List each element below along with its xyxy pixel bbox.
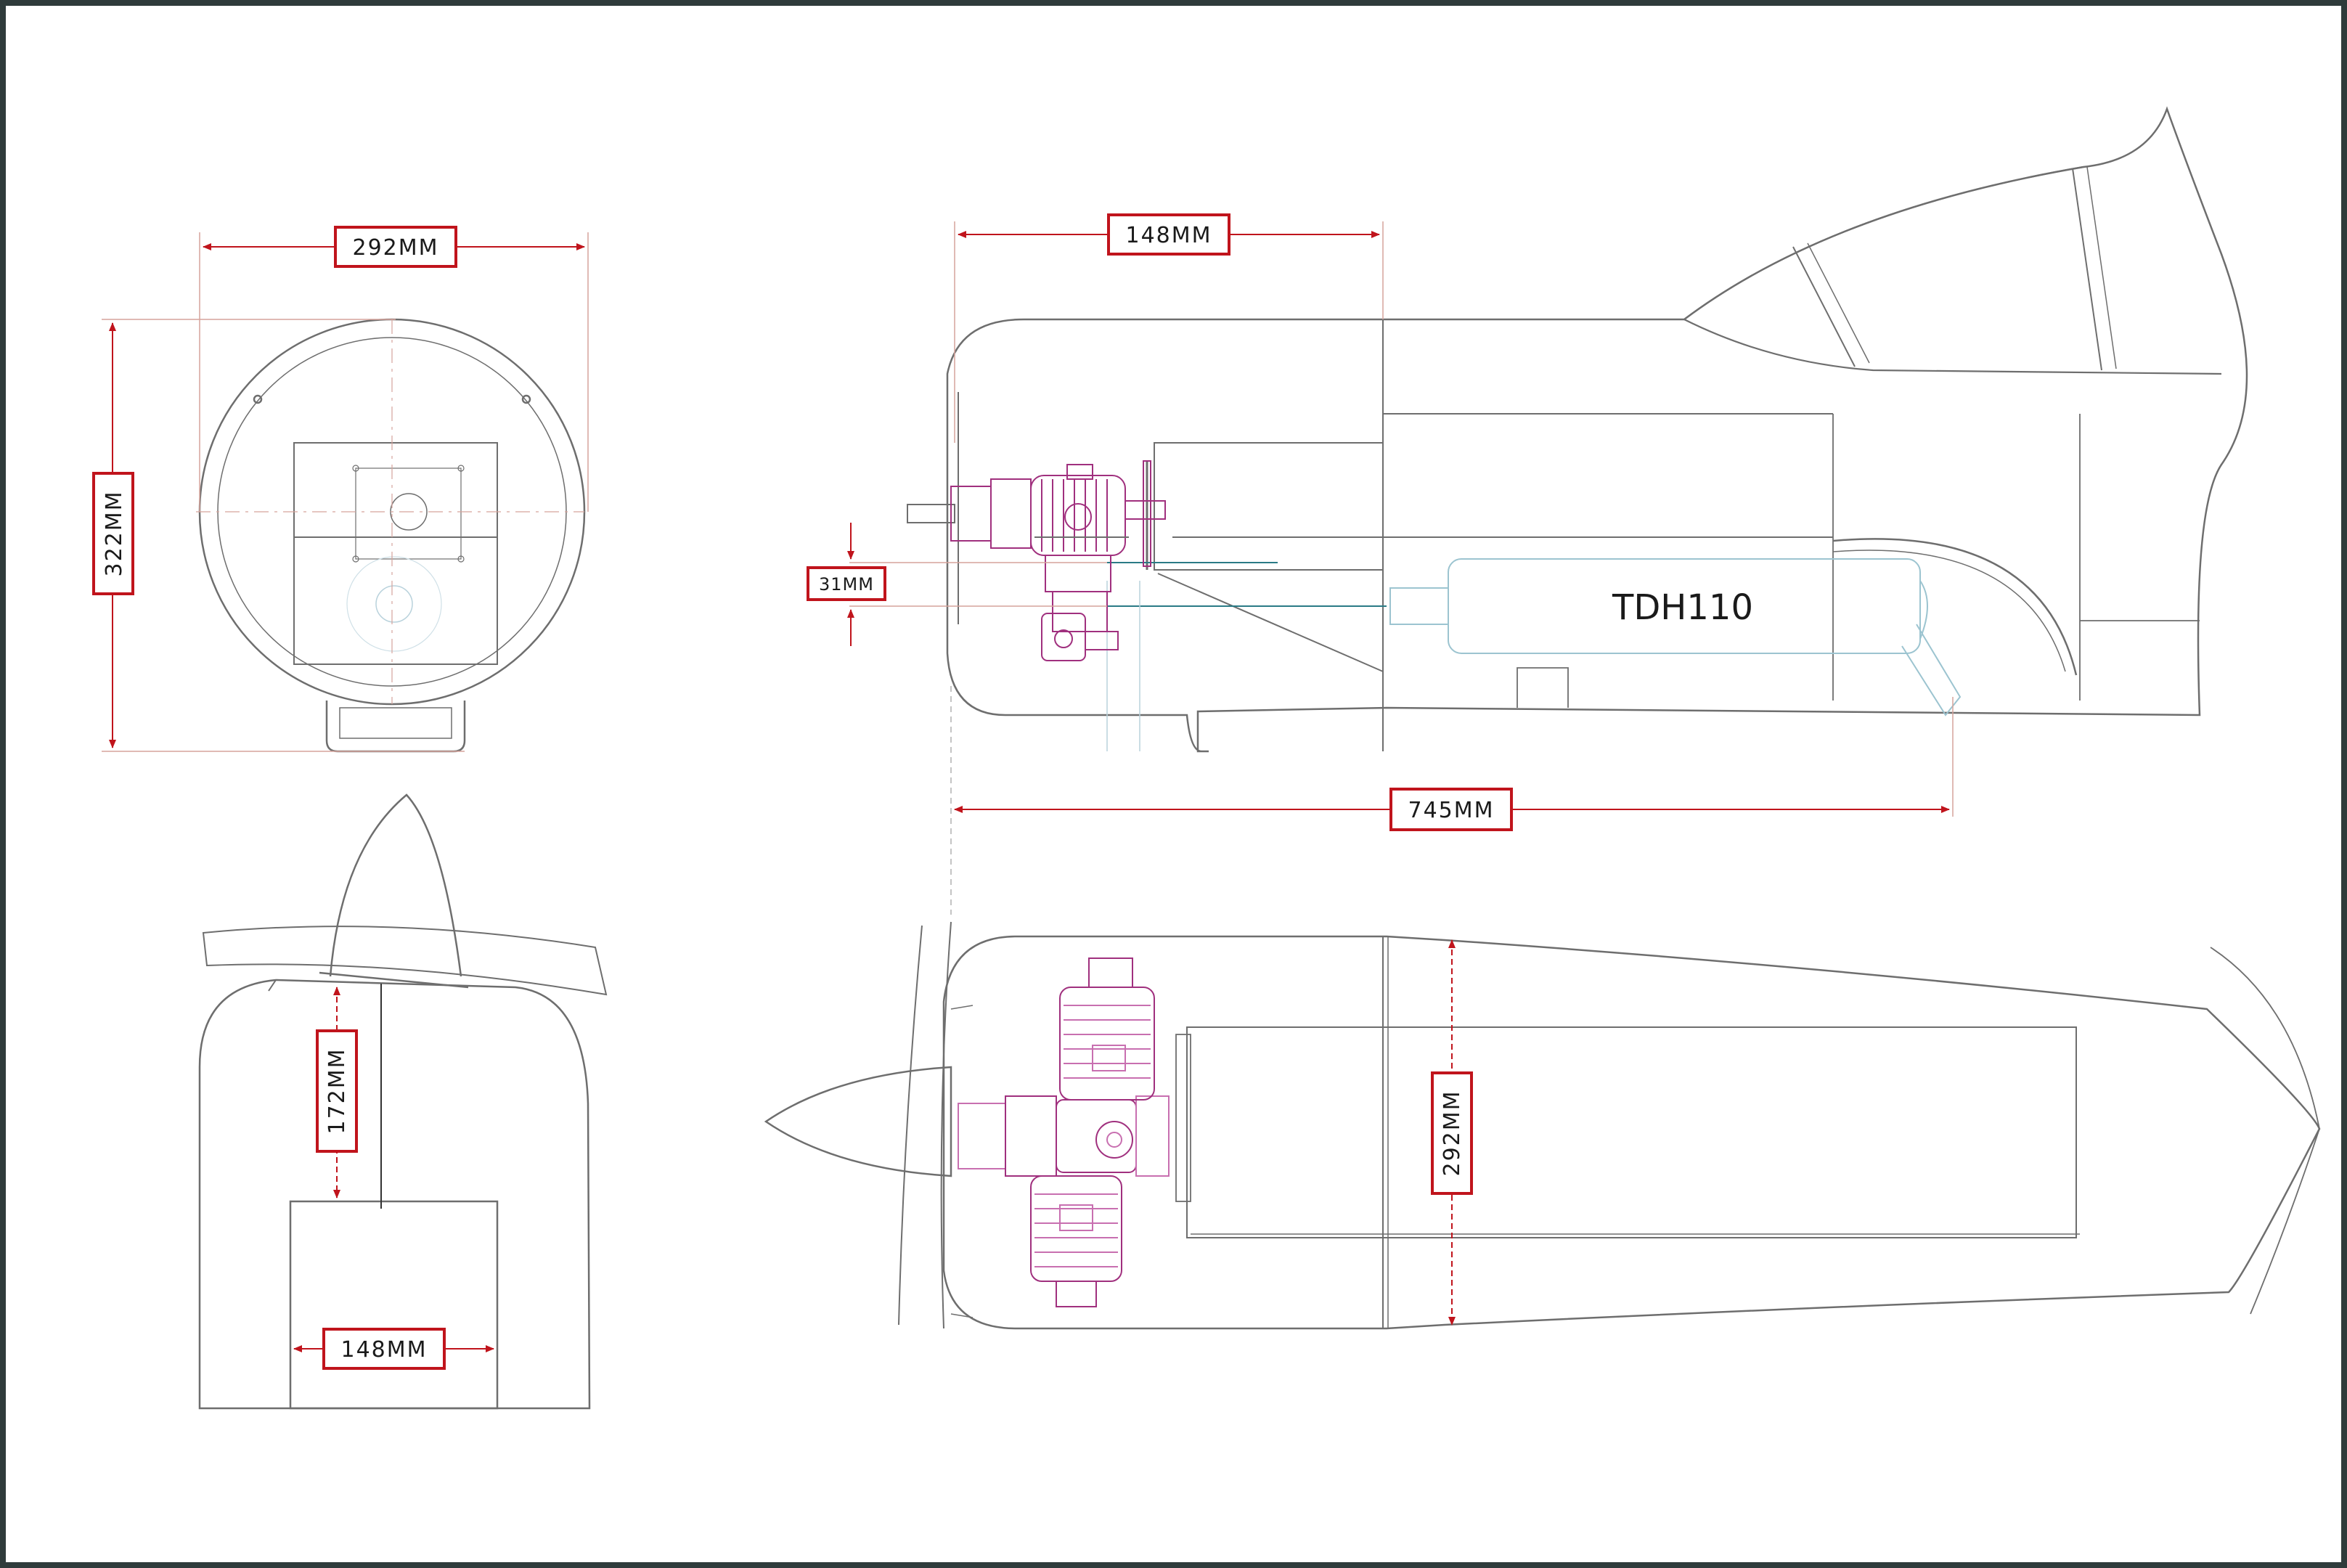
firewall-width-label: 148MM <box>340 1337 427 1363</box>
lower-boss-front <box>375 585 413 623</box>
side-view-dimensions: 148MM 31MM 745MM <box>807 213 1954 915</box>
cowl-width-label: 292MM <box>352 235 438 261</box>
muffler-model-label: TDH110 <box>1612 587 1753 628</box>
chin-opening <box>339 707 452 739</box>
muffler-length-label: 745MM <box>1408 798 1494 823</box>
thrust-offset-label: 31MM <box>819 574 874 595</box>
top-view-dimensions: 172MM 148MM <box>293 987 494 1370</box>
front-view-dimensions: 292MM 322MM <box>92 226 589 752</box>
engine-box-side <box>1154 442 1384 571</box>
canopy-side <box>1683 166 2222 375</box>
cowl-height-label: 322MM <box>102 490 127 576</box>
engine-length-label: 148MM <box>1125 223 1212 248</box>
twin-cylinder-engine-icon <box>907 460 1166 661</box>
spinner-icon <box>329 793 462 977</box>
plan-view <box>764 921 2321 1330</box>
wing-section-plan <box>898 921 952 1329</box>
top-view-front <box>198 793 608 1410</box>
fuselage-outline-plan <box>942 935 2321 1330</box>
top-view-width-label: 292MM <box>1440 1090 1465 1176</box>
twin-cylinder-engine-plan <box>958 957 1170 1307</box>
firewall-box-top <box>289 1200 499 1410</box>
engine-box-front <box>293 442 498 665</box>
spinner-to-firewall-label: 172MM <box>325 1048 350 1134</box>
fuselage-outline-top <box>198 979 591 1410</box>
plan-view-dimensions: 292MM <box>1431 939 1473 1326</box>
